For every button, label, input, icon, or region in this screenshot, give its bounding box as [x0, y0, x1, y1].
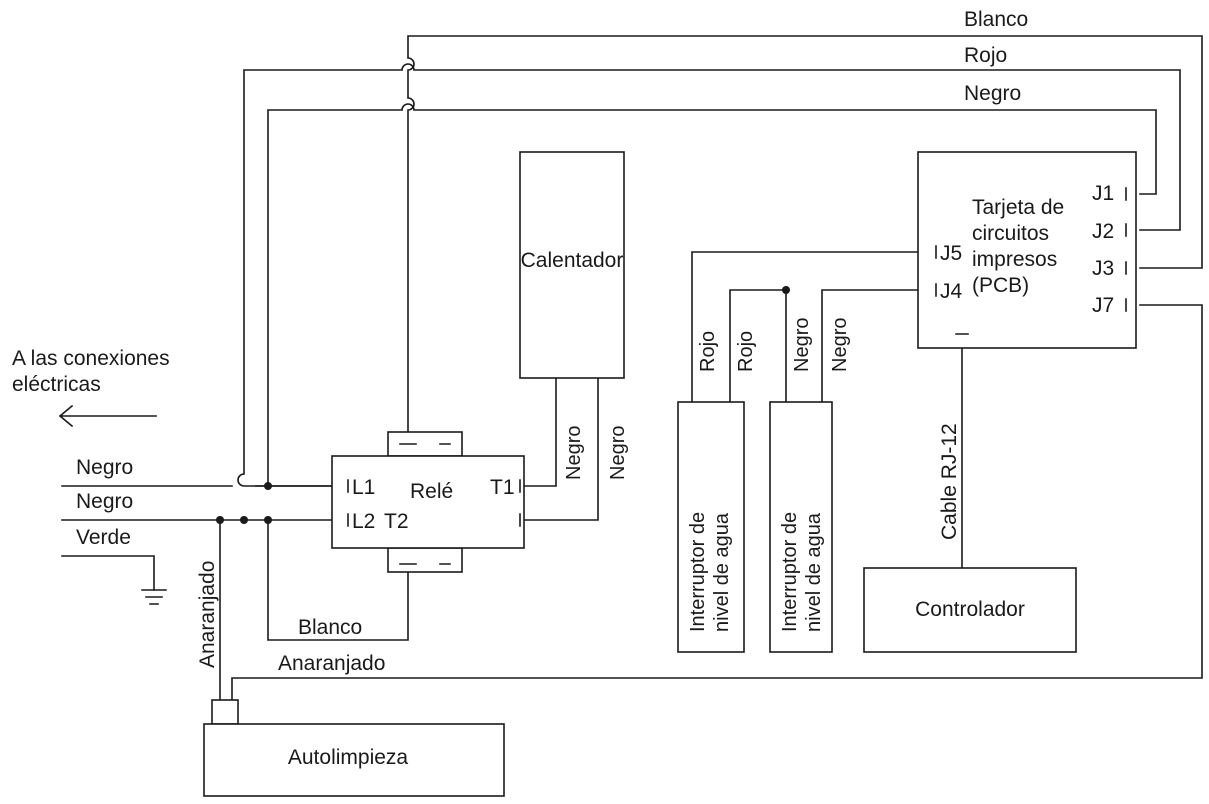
- wire-black-t1-to-heater: [523, 377, 557, 487]
- relay-contacts: [347, 443, 521, 565]
- relay-bottom-tab: [387, 547, 463, 573]
- wire-orange-j7-to-selfclean: [231, 304, 1203, 701]
- wire-label-black-t2: Negro: [607, 426, 629, 480]
- junction-dot: [264, 516, 272, 524]
- junction-dot: [240, 516, 248, 524]
- wire-label-white-bottom: Blanco: [298, 616, 362, 639]
- pcb-label-line1: Tarjeta de: [972, 196, 1064, 219]
- connections-note-line2: eléctricas: [12, 373, 101, 396]
- switch1-label-line2: nivel de agua: [711, 512, 733, 632]
- heater-label: Calentador: [521, 249, 624, 272]
- junction-dot: [264, 482, 272, 490]
- junction-dot: [216, 516, 224, 524]
- pcb-label-line3: impresos: [972, 248, 1057, 271]
- wire-white-l2-to-relay-bottom: [267, 519, 409, 641]
- water-level-switch-2: [769, 401, 833, 653]
- relay-top-tab: [387, 431, 463, 457]
- terminal-j1: J1: [1092, 182, 1114, 205]
- wire-black-switch2-to-j4: [821, 289, 933, 403]
- relay-box: [331, 455, 525, 549]
- terminal-j3: J3: [1092, 257, 1114, 280]
- wire-label-orange-vertical: Anaranjado: [196, 561, 219, 668]
- terminal-j7: J7: [1092, 294, 1114, 317]
- junction-dot: [782, 286, 790, 294]
- wire-label-rj12: Cable RJ-12: [938, 423, 961, 540]
- wire-label-black-1: Negro: [76, 456, 133, 479]
- arrow-left-icon: [58, 404, 157, 428]
- wire-red-switch1-to-j5: [691, 251, 933, 403]
- switch1-label-line1: Interruptor de: [687, 512, 709, 632]
- wire-label-orange-horizontal: Anaranjado: [278, 652, 385, 675]
- wire-black-j1-to-l1: [267, 103, 1157, 487]
- controller-box: [863, 567, 1077, 653]
- pcb-label-line2: circuitos: [972, 222, 1049, 245]
- wire-label-black-t1: Negro: [563, 426, 585, 480]
- switch2-label-line2: nivel de agua: [803, 512, 825, 632]
- terminal-t1: T1: [490, 476, 515, 499]
- wire-label-red-switch-a: Rojo: [697, 331, 719, 372]
- ground-symbol: [141, 589, 167, 605]
- pcb-connectors: [935, 187, 1127, 335]
- terminal-j2: J2: [1092, 220, 1114, 243]
- wire-green-ground: [61, 555, 155, 591]
- terminal-t2: T2: [384, 510, 409, 533]
- wire-red-j2-to-l1: [237, 63, 1181, 487]
- wire-label-black-top: Negro: [964, 82, 1021, 105]
- wire-black-t2-to-heater: [523, 377, 599, 521]
- relay-label: Relé: [410, 480, 453, 503]
- wire-label-red-switch-b: Rojo: [735, 331, 757, 372]
- terminal-j4: J4: [940, 280, 963, 303]
- wire-label-green: Verde: [76, 526, 131, 549]
- wire-label-black-switch-b: Negro: [829, 318, 851, 372]
- water-level-switch-1: [677, 401, 745, 653]
- selfclean-label: Autolimpieza: [288, 746, 409, 769]
- wire-label-red-top: Rojo: [964, 44, 1007, 67]
- wire-label-black-switch-a: Negro: [791, 318, 813, 372]
- pcb-box: [917, 151, 1137, 349]
- wire-label-white-top: Blanco: [964, 8, 1028, 31]
- wire-red-switch1-to-switch2: [729, 289, 787, 403]
- terminal-l1: L1: [352, 476, 375, 499]
- connections-note-line1: A las conexiones: [12, 347, 170, 370]
- switch2-label-line1: Interruptor de: [779, 512, 801, 632]
- selfclean-box: [203, 723, 505, 797]
- terminal-l2: L2: [352, 510, 375, 533]
- wire-label-black-2: Negro: [76, 490, 133, 513]
- terminal-j5: J5: [940, 242, 962, 265]
- controller-label: Controlador: [915, 598, 1025, 621]
- selfclean-connector: [211, 699, 239, 725]
- heater-box: [519, 151, 625, 379]
- pcb-label-line4: (PCB): [972, 274, 1029, 297]
